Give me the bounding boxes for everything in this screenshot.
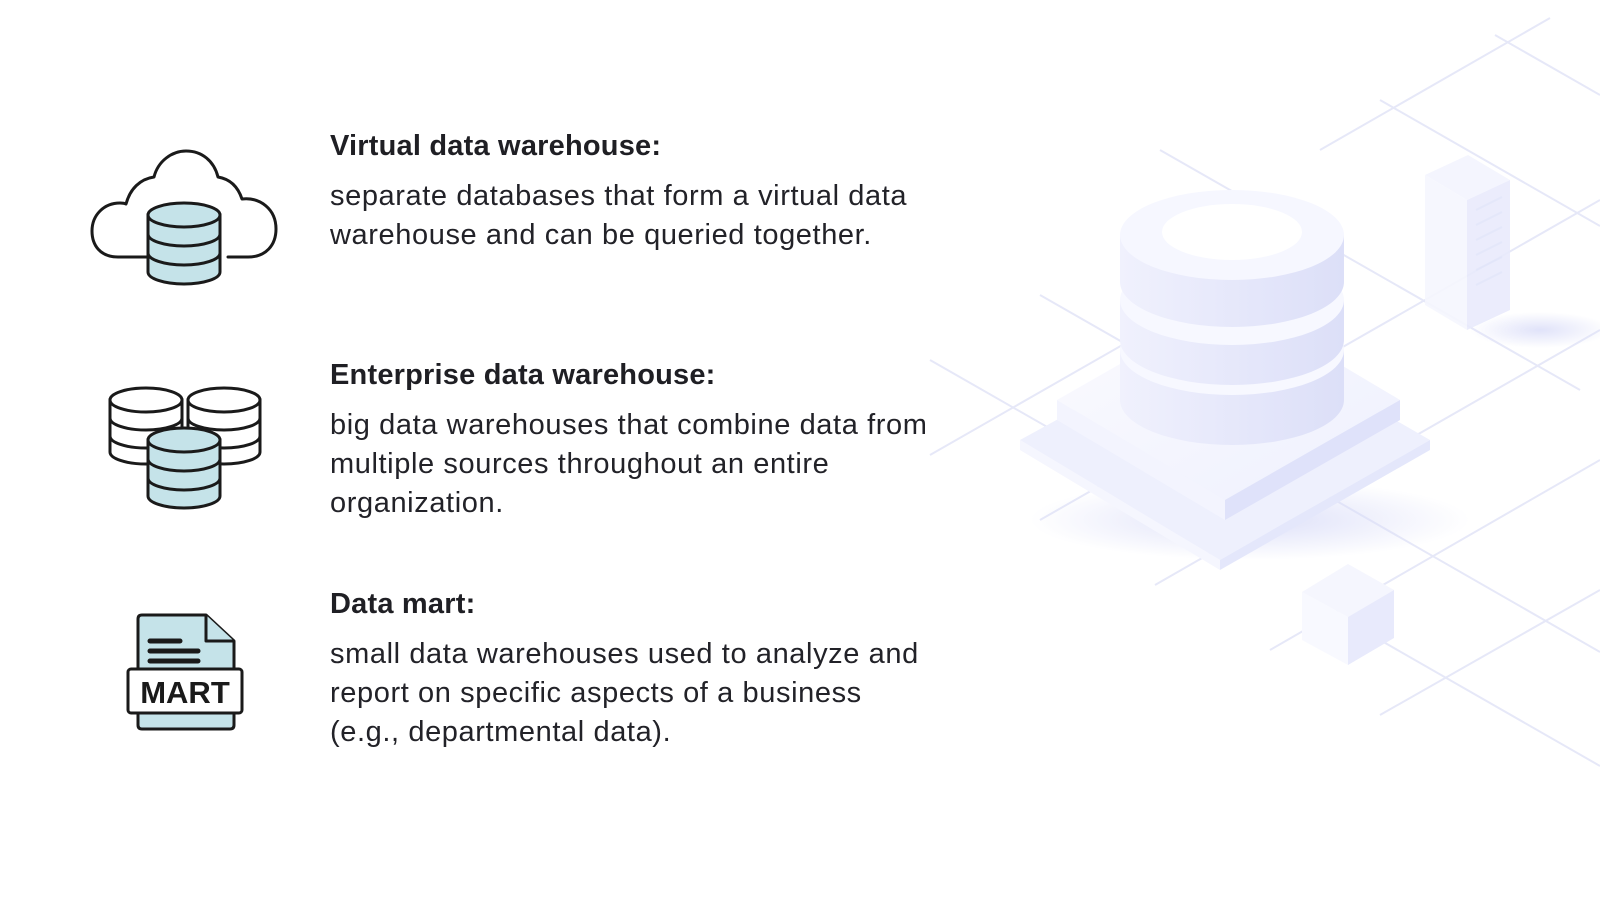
item-title: Virtual data warehouse:: [330, 130, 662, 162]
item-data-mart: MART Data mart: small data warehouses us…: [88, 585, 928, 775]
item-title: Enterprise data warehouse:: [330, 359, 716, 391]
item-title: Data mart:: [330, 588, 476, 620]
item-enterprise-data-warehouse: Enterprise data warehouse: big data ware…: [88, 356, 928, 546]
mart-label: MART: [140, 675, 230, 710]
item-virtual-data-warehouse: Virtual data warehouse: separate databas…: [88, 127, 928, 317]
small-cube: [1302, 564, 1394, 665]
item-text: Enterprise data warehouse: big data ware…: [330, 356, 930, 523]
item-text: Virtual data warehouse: separate databas…: [330, 127, 930, 255]
item-description: small data warehouses used to analyze an…: [330, 638, 919, 748]
multiple-databases-icon: [108, 386, 262, 510]
cloud-database-icon: [90, 149, 278, 286]
item-description: big data warehouses that combine data fr…: [330, 409, 928, 519]
isometric-database-illustration: [929, 17, 1600, 767]
item-description: separate databases that form a virtual d…: [330, 180, 908, 251]
item-text: Data mart: small data warehouses used to…: [330, 585, 930, 752]
database-cylinder: [1120, 190, 1344, 445]
mart-file-icon: MART: [126, 613, 244, 731]
server-tower: [1425, 155, 1600, 348]
